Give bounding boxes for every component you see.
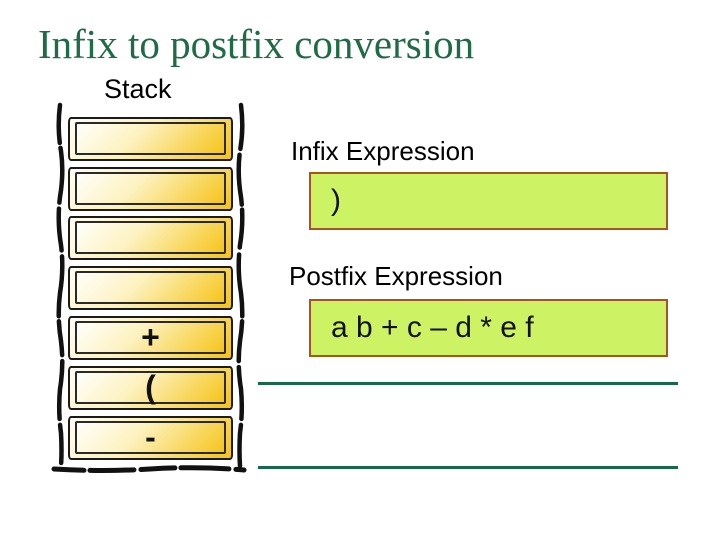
infix-expression-value: ) bbox=[331, 184, 341, 217]
stack-slot-7: - bbox=[68, 416, 233, 460]
infix-expression-box: ) bbox=[309, 172, 668, 230]
stack-slot-5: + bbox=[68, 316, 233, 360]
stack-outline-drawing bbox=[51, 102, 247, 473]
infix-expression-label: Infix Expression bbox=[291, 136, 475, 166]
answer-line-1 bbox=[258, 382, 678, 385]
stack-slot-value bbox=[75, 122, 226, 155]
stack-slot-value: - bbox=[75, 419, 226, 455]
stack-slot-4 bbox=[68, 266, 233, 310]
stack-slot-3 bbox=[68, 216, 233, 260]
postfix-expression-box: a b + c – d * e f bbox=[309, 299, 668, 357]
postfix-expression-value: a b + c – d * e f bbox=[331, 311, 534, 344]
stack-slot-2 bbox=[68, 167, 233, 211]
stack-right-wall bbox=[236, 102, 245, 469]
page-title: Infix to postfix conversion bbox=[38, 21, 475, 67]
stack-label: Stack bbox=[104, 74, 172, 104]
stack-bottom-wall bbox=[51, 465, 247, 473]
postfix-expression-label: Postfix Expression bbox=[289, 261, 503, 291]
answer-line-2 bbox=[258, 466, 678, 469]
stack-left-wall bbox=[56, 102, 65, 469]
stack-slot-value bbox=[75, 172, 226, 205]
stack-slot-6: ( bbox=[68, 366, 233, 410]
stack-slot-value bbox=[75, 271, 226, 304]
stack-slot-value: + bbox=[75, 319, 226, 355]
stack-slot-1 bbox=[68, 117, 233, 161]
stack-slot-value: ( bbox=[75, 369, 226, 405]
stack-slot-value bbox=[75, 221, 226, 254]
